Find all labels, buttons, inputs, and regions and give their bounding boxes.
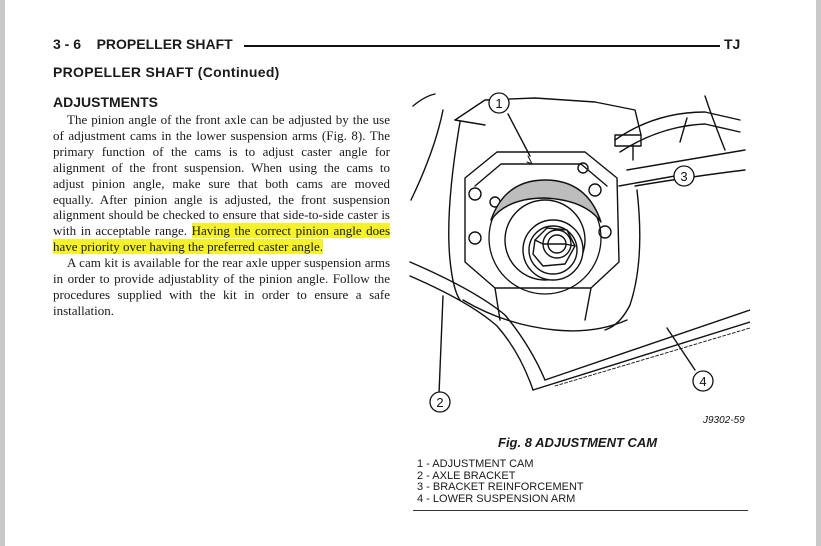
callout-2-label: 2 (436, 395, 443, 410)
legend-rule (413, 510, 748, 511)
page-edge-left (0, 0, 5, 546)
legend-item: 3 - BRACKET REINFORCEMENT (417, 481, 584, 494)
callout-4: 4 (692, 370, 714, 392)
callout-3-label: 3 (680, 169, 687, 184)
figure-code: J9302-59 (702, 415, 745, 426)
page-subheading: PROPELLER SHAFT (Continued) (53, 64, 280, 80)
legend-item: 4 - LOWER SUSPENSION ARM (417, 493, 576, 506)
legend-item: 2 - AXLE BRACKET (417, 469, 516, 482)
section-number: 3 - 6 (53, 36, 82, 52)
page-edge-right (816, 0, 821, 546)
paragraph-2: A cam kit is available for the rear axle… (53, 255, 390, 318)
callout-1-label: 1 (495, 96, 502, 111)
header-title: PROPELLER SHAFT (96, 36, 233, 52)
callout-2: 2 (429, 391, 451, 413)
body-text: The pinion angle of the front axle can b… (53, 112, 391, 319)
callout-4-label: 4 (699, 374, 706, 389)
header-rule (244, 45, 720, 47)
header-model: TJ (724, 36, 741, 52)
paragraph-1-text: The pinion angle of the front axle can b… (53, 112, 390, 239)
legend-item: 1 - ADJUSTMENT CAM (417, 458, 534, 470)
figure-caption: Fig. 8 ADJUSTMENT CAM (498, 435, 658, 450)
callout-3: 3 (673, 165, 695, 187)
page-header-left: 3 - 6 PROPELLER SHAFT (53, 36, 233, 52)
adjustment-cam-figure: 1 3 2 4 J9302-59 (409, 92, 750, 426)
section-title: ADJUSTMENTS (53, 94, 159, 110)
callout-1: 1 (488, 92, 510, 114)
paragraph-1: The pinion angle of the front axle can b… (53, 112, 391, 255)
figure-legend: 1 - ADJUSTMENT CAM 2 - AXLE BRACKET 3 - … (417, 458, 584, 506)
